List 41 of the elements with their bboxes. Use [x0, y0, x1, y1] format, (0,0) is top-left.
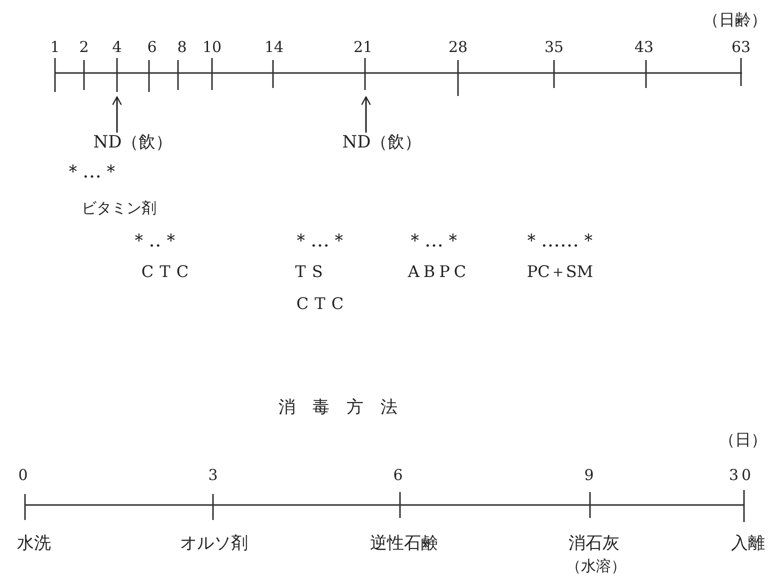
arrow: [112, 96, 122, 133]
step-label: 入離: [731, 534, 765, 554]
axis-unit: （日）: [719, 431, 767, 449]
drug-label: CTC: [140, 263, 195, 281]
tick-label: 43: [634, 38, 654, 56]
tick-label: 30: [728, 466, 754, 484]
tick-label: 1: [50, 38, 60, 56]
drug-label: ビタミン剤: [82, 200, 156, 216]
tick-label: 10: [202, 38, 222, 56]
period-mark: ＊…＊: [64, 162, 120, 182]
tick-label: 63: [731, 38, 751, 56]
step-label: 逆性石鹸: [370, 534, 438, 554]
period-mark: ＊…＊: [406, 230, 462, 252]
tick-label: 6: [393, 466, 403, 484]
drug-label: CTC: [295, 295, 350, 313]
period-mark: ＊……＊: [522, 230, 598, 252]
tick-label: 14: [264, 38, 284, 56]
drug-label: TS: [294, 263, 329, 281]
tick-label: 6: [147, 38, 157, 56]
tick-label: 8: [177, 38, 187, 56]
section-title: 消毒方法: [278, 398, 414, 418]
axis-unit: （日齢）: [703, 11, 767, 29]
period-mark: ＊…＊: [292, 230, 348, 252]
tick-label: 28: [448, 38, 468, 56]
drug-label: ABPC: [406, 263, 470, 281]
step-label: 水洗: [17, 534, 51, 554]
tick-label: 9: [584, 466, 594, 484]
step-label: （水溶）: [566, 558, 626, 574]
tick-label: 21: [353, 38, 373, 56]
tick-label: 35: [544, 38, 564, 56]
arrow: [360, 96, 372, 133]
step-label: オルソ剤: [180, 534, 248, 554]
step-label: 消石灰: [568, 534, 620, 554]
vaccine-label: ND（飲）: [93, 134, 173, 152]
tick-label: 3: [208, 466, 218, 484]
vaccine-label: ND（飲）: [342, 134, 422, 152]
tick-label: 0: [18, 466, 28, 484]
tick-label: 2: [79, 38, 89, 56]
period-mark: ＊‥＊: [130, 230, 180, 252]
tick-label: 4: [112, 38, 122, 56]
drug-label: PC＋SM: [526, 263, 594, 281]
